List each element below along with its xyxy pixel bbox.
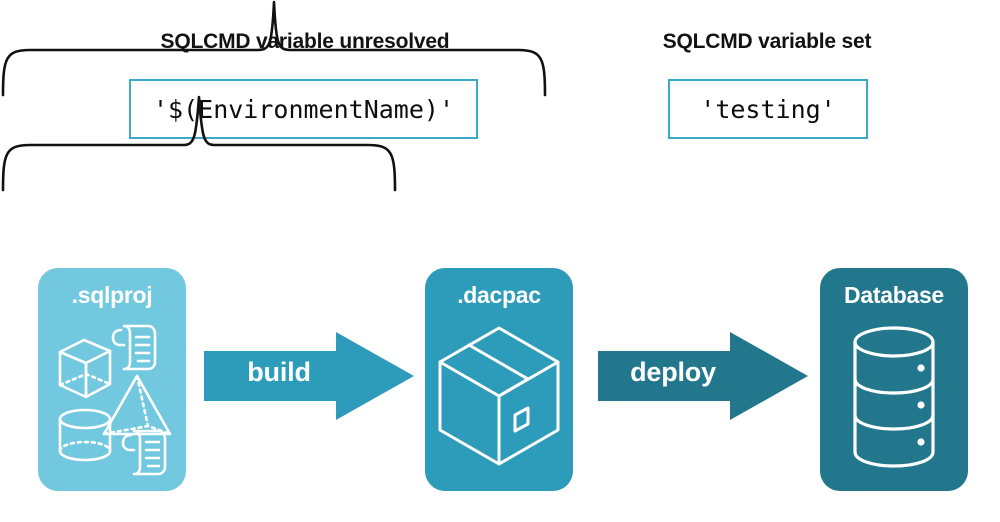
stage-card-sqlproj[interactable]: .sqlproj xyxy=(38,268,186,491)
brace-left xyxy=(0,0,548,97)
scroll-icon xyxy=(121,429,167,476)
database-cylinder-icon xyxy=(853,326,935,468)
brace-right xyxy=(0,95,398,192)
stage-label-database: Database xyxy=(844,282,944,308)
package-box-icon xyxy=(438,326,560,466)
arrow-deploy[interactable]: deploy xyxy=(598,331,810,421)
arrow-right-icon xyxy=(204,332,414,420)
sqlproj-artwork xyxy=(58,324,172,476)
stage-card-dacpac[interactable]: .dacpac xyxy=(425,268,573,491)
cylinder-icon xyxy=(58,408,112,462)
left-brace-icon xyxy=(1,0,547,97)
arrow-build[interactable]: build xyxy=(204,331,416,421)
pyramid-icon xyxy=(102,374,172,436)
database-artwork xyxy=(853,326,935,468)
code-box-testing: 'testing' xyxy=(668,79,868,139)
scroll-icon xyxy=(111,324,157,371)
cube-icon xyxy=(58,338,112,399)
stage-label-dacpac: .dacpac xyxy=(457,282,541,308)
section-title-set: SQLCMD variable set xyxy=(662,30,872,53)
section-title-unresolved: SQLCMD variable unresolved xyxy=(160,30,450,53)
arrow-right-icon xyxy=(598,332,808,420)
stage-label-sqlproj: .sqlproj xyxy=(71,282,153,308)
right-brace-icon xyxy=(1,95,397,192)
stage-card-database[interactable]: Database xyxy=(820,268,968,491)
code-box-environment-name: '$(EnvironmentName)' xyxy=(129,79,478,139)
dacpac-artwork xyxy=(438,326,560,466)
